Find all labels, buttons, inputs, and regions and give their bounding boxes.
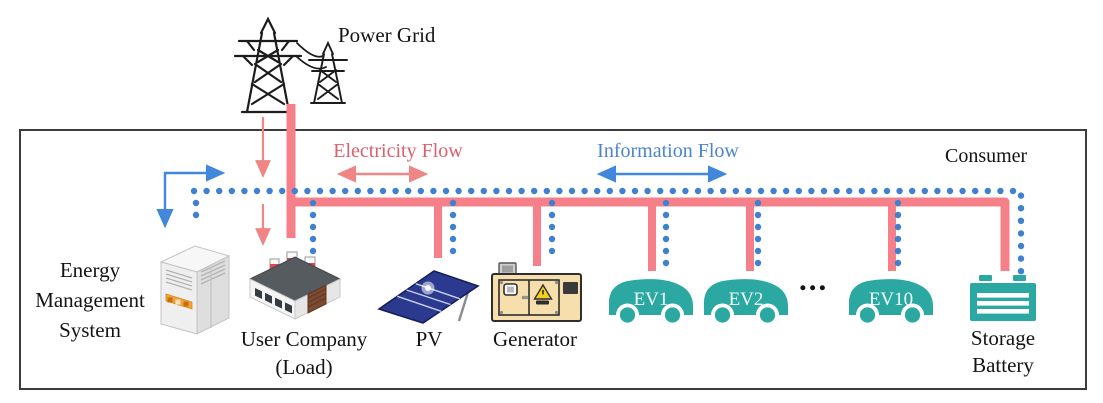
information-flow-legend-label: Information Flow xyxy=(597,140,739,162)
ev2-car-icon: EV2 xyxy=(700,272,792,324)
energy-management-system-label: Energy Management System xyxy=(8,255,172,345)
consumer-boundary-box xyxy=(19,129,1087,390)
user-company-label-line2: (Load) xyxy=(275,355,333,379)
storage-battery-label: Storage Battery xyxy=(943,325,1063,379)
ems-label-line2: Management xyxy=(35,288,145,312)
electricity-flow-legend-label: Electricity Flow xyxy=(333,140,463,162)
ems-label-line3: System xyxy=(59,318,121,342)
user-company-label-line1: User Company xyxy=(240,327,368,351)
generator-label: Generator xyxy=(493,327,577,351)
storage-battery-label-line2: Battery xyxy=(972,353,1034,377)
user-company-label: User Company (Load) xyxy=(220,325,388,381)
power-grid-label: Power Grid xyxy=(338,23,436,47)
pv-label: PV xyxy=(415,327,443,351)
ev-ellipsis: ... xyxy=(799,262,829,297)
ev2-label: EV2 xyxy=(728,289,764,310)
ems-label-line1: Energy xyxy=(59,258,121,282)
consumer-label: Consumer xyxy=(945,145,1028,167)
ev1-label: EV1 xyxy=(633,289,669,310)
ev1-car-icon: EV1 xyxy=(605,272,697,324)
ev10-car-icon: EV10 xyxy=(845,272,937,324)
ev10-label: EV10 xyxy=(868,289,914,310)
storage-battery-label-line1: Storage xyxy=(970,326,1036,350)
